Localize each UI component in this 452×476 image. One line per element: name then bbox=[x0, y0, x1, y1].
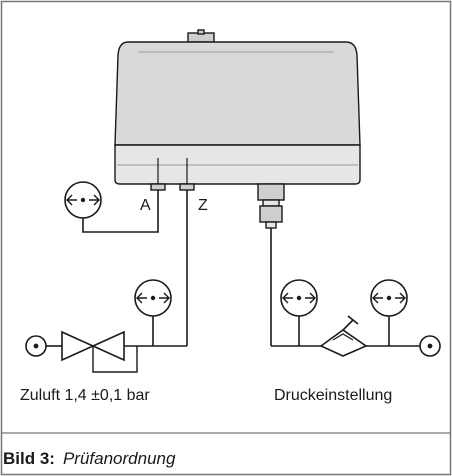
gauge-supply bbox=[134, 279, 172, 317]
supply-label: Zuluft 1,4 ±0,1 bar bbox=[20, 387, 150, 404]
caption-label: Bild 3: bbox=[3, 449, 55, 468]
valve-icon bbox=[61, 330, 138, 373]
gauge-a bbox=[64, 181, 102, 219]
caption-title: Prüfanordnung bbox=[62, 449, 176, 468]
housing-cover bbox=[114, 41, 361, 146]
actuator-housing bbox=[114, 29, 361, 229]
pressure-setting-label: Druckeinstellung bbox=[274, 387, 392, 404]
port-a-label: A bbox=[140, 197, 151, 214]
pipe-lines bbox=[46, 190, 422, 347]
port-z-label: Z bbox=[198, 197, 208, 214]
supply-connection-right bbox=[419, 335, 441, 357]
port-z-fitting bbox=[179, 183, 195, 191]
supply-connection-left bbox=[25, 335, 47, 357]
port-a-fitting bbox=[150, 183, 166, 191]
pressure-reducer-icon bbox=[319, 315, 368, 357]
gauge-setting-right bbox=[370, 279, 408, 317]
figure-caption: Bild 3: Prüfanordnung bbox=[3, 449, 175, 469]
gauge-setting-left bbox=[280, 279, 318, 317]
pressure-connector bbox=[257, 183, 285, 229]
